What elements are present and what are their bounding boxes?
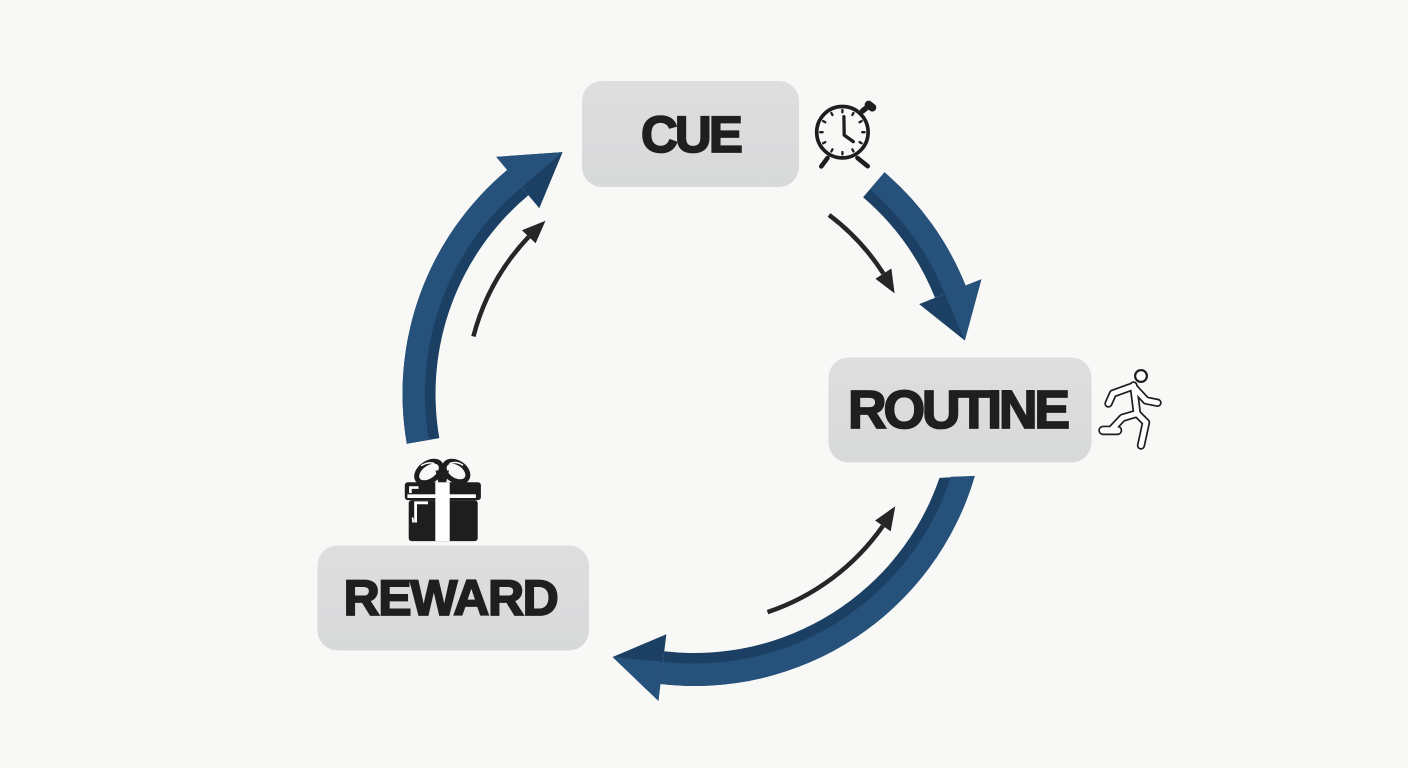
svg-text:CUE: CUE [641, 106, 742, 163]
svg-text:ROUTINE: ROUTINE [848, 381, 1068, 440]
svg-text:REWARD: REWARD [344, 570, 558, 626]
